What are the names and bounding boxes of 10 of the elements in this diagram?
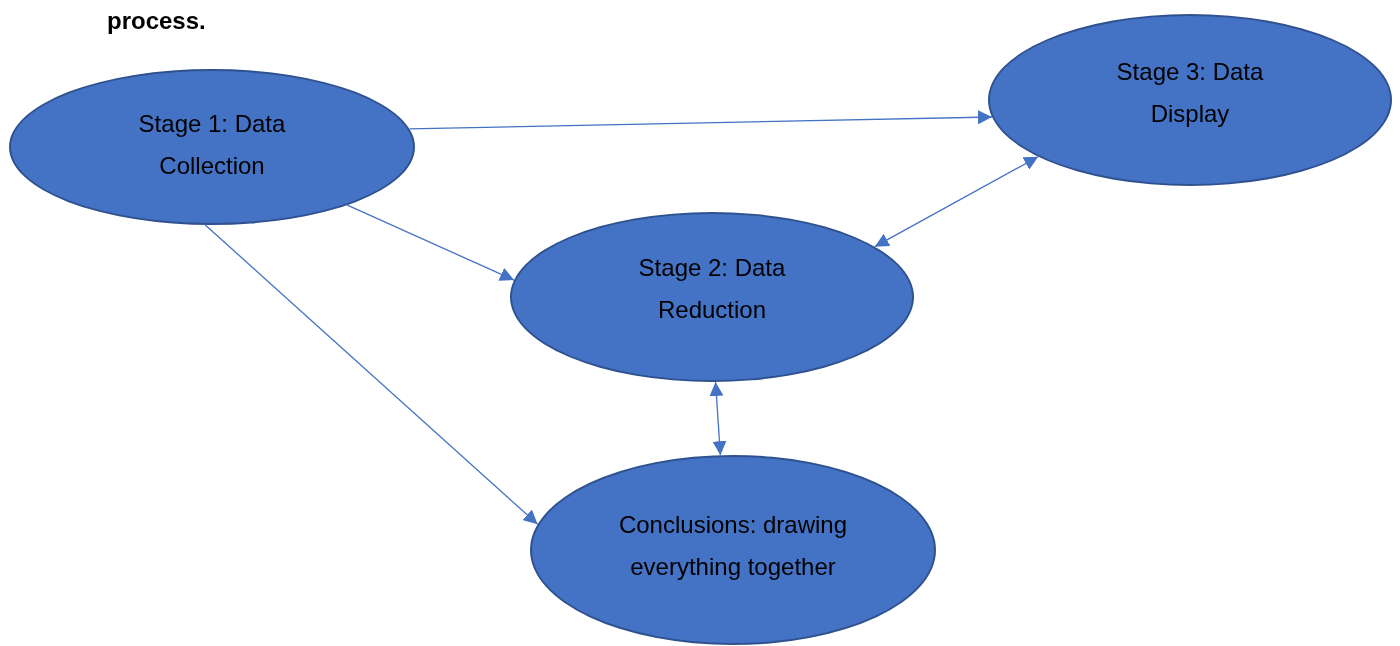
node-label: Conclusions: drawing everything together — [617, 510, 849, 582]
arrow — [346, 204, 515, 281]
arrow — [204, 224, 539, 525]
title: process. — [107, 6, 206, 36]
arrow — [408, 110, 993, 130]
node-label: Stage 1: Data Collection — [137, 109, 287, 181]
arrow — [709, 381, 727, 456]
node-label: Stage 3: Data Display — [1115, 57, 1265, 129]
node-label: Stage 2: Data Reduction — [637, 253, 787, 325]
arrow — [874, 156, 1039, 248]
